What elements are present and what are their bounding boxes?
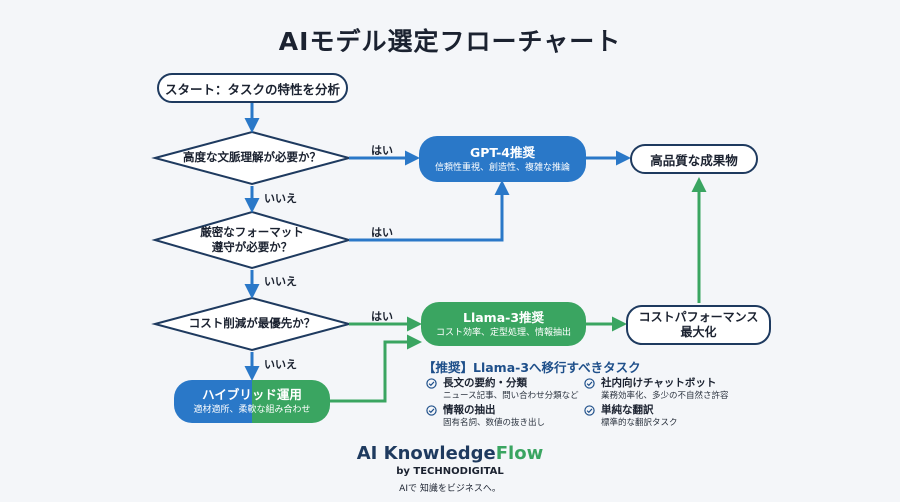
brand-logo-text: AI KnowledgeFlow [0, 443, 900, 464]
task-item: 長文の要約・分類ニュース記事、問い合わせ分類など [426, 376, 579, 402]
start-label: スタート：タスクの特性を分析 [164, 81, 340, 97]
edge-label-yes-1: はい [371, 144, 393, 157]
edge-label-yes-3: はい [371, 310, 393, 323]
check-circle-icon [584, 405, 595, 416]
q2-label: 厳密なフォーマット 遵守が必要か？ [170, 225, 334, 255]
gpt4-title: GPT-4推奨 [470, 144, 535, 160]
cost-line2: 最大化 [680, 325, 717, 339]
hybrid-subtitle: 適材適所、柔軟な組み合わせ [193, 405, 311, 415]
tasks-heading: 【推奨】Llama-3へ移行すべきタスク [423, 360, 641, 375]
task-title: 単純な翻訳 [601, 404, 654, 416]
q1-label: 高度な文脈理解が必要か？ [183, 150, 321, 164]
task-desc: ニュース記事、問い合わせ分類など [443, 391, 579, 401]
cost-line1: コストパフォーマンス [638, 310, 759, 324]
edge-label-no-2: いいえ [264, 275, 297, 288]
quality-label: 高品質な成果物 [650, 152, 738, 168]
task-item: 社内向けチャットボット業務効率化、多少の不自然さ許容 [584, 376, 729, 402]
task-item: 情報の抽出固有名詞、数値の抜き出し [426, 403, 545, 429]
task-title: 社内向けチャットボット [601, 377, 717, 389]
q3-label: コスト削減が最優先か？ [188, 316, 316, 330]
hybrid-node: ハイブリッド運用 適材適所、柔軟な組み合わせ [174, 380, 330, 423]
llama-node: Llama-3推奨 コスト効率、定型処理、情報抽出 [421, 302, 586, 346]
task-desc: 固有名詞、数値の抜き出し [443, 418, 546, 428]
llama-subtitle: コスト効率、定型処理、情報抽出 [435, 327, 571, 338]
check-circle-icon [426, 405, 437, 416]
edge-label-no-3: いいえ [264, 358, 297, 371]
edge-label-no-1: いいえ [264, 192, 297, 205]
task-item: 単純な翻訳標準的な翻訳タスク [584, 403, 678, 429]
brand-tagline: AIで 知識をビジネスへ。 [399, 484, 501, 494]
quality-node: 高品質な成果物 [630, 144, 758, 174]
check-circle-icon [584, 378, 595, 389]
brand-name-part1: AI Knowledge [356, 443, 496, 464]
gpt4-subtitle: 信頼性重視、創造性、複雑な推論 [434, 162, 570, 173]
brand-name-part2: Flow [495, 443, 544, 464]
gpt4-node: GPT-4推奨 信頼性重視、創造性、複雑な推論 [419, 136, 586, 182]
cost-performance-node: コストパフォーマンス 最大化 [626, 305, 771, 345]
page-title: AIモデル選定フローチャート [278, 27, 622, 56]
llama-title: Llama-3推奨 [462, 309, 545, 325]
arrow-hybrid-to-llama [330, 334, 422, 403]
q2-label-line1: 厳密なフォーマット [200, 225, 304, 239]
check-circle-icon [426, 378, 437, 389]
hybrid-title: ハイブリッド運用 [202, 387, 302, 402]
brand-byline: by TECHNODIGITAL [396, 466, 504, 477]
q2-label-line2: 遵守が必要か？ [211, 240, 293, 254]
arrow-q2-to-gpt4 [349, 180, 510, 242]
task-title: 情報の抽出 [443, 404, 496, 416]
task-title: 長文の要約・分類 [443, 377, 527, 389]
task-desc: 標準的な翻訳タスク [601, 418, 678, 428]
start-node: スタート：タスクの特性を分析 [157, 73, 348, 103]
task-desc: 業務効率化、多少の不自然さ許容 [601, 391, 729, 401]
edge-label-yes-2: はい [371, 226, 393, 239]
